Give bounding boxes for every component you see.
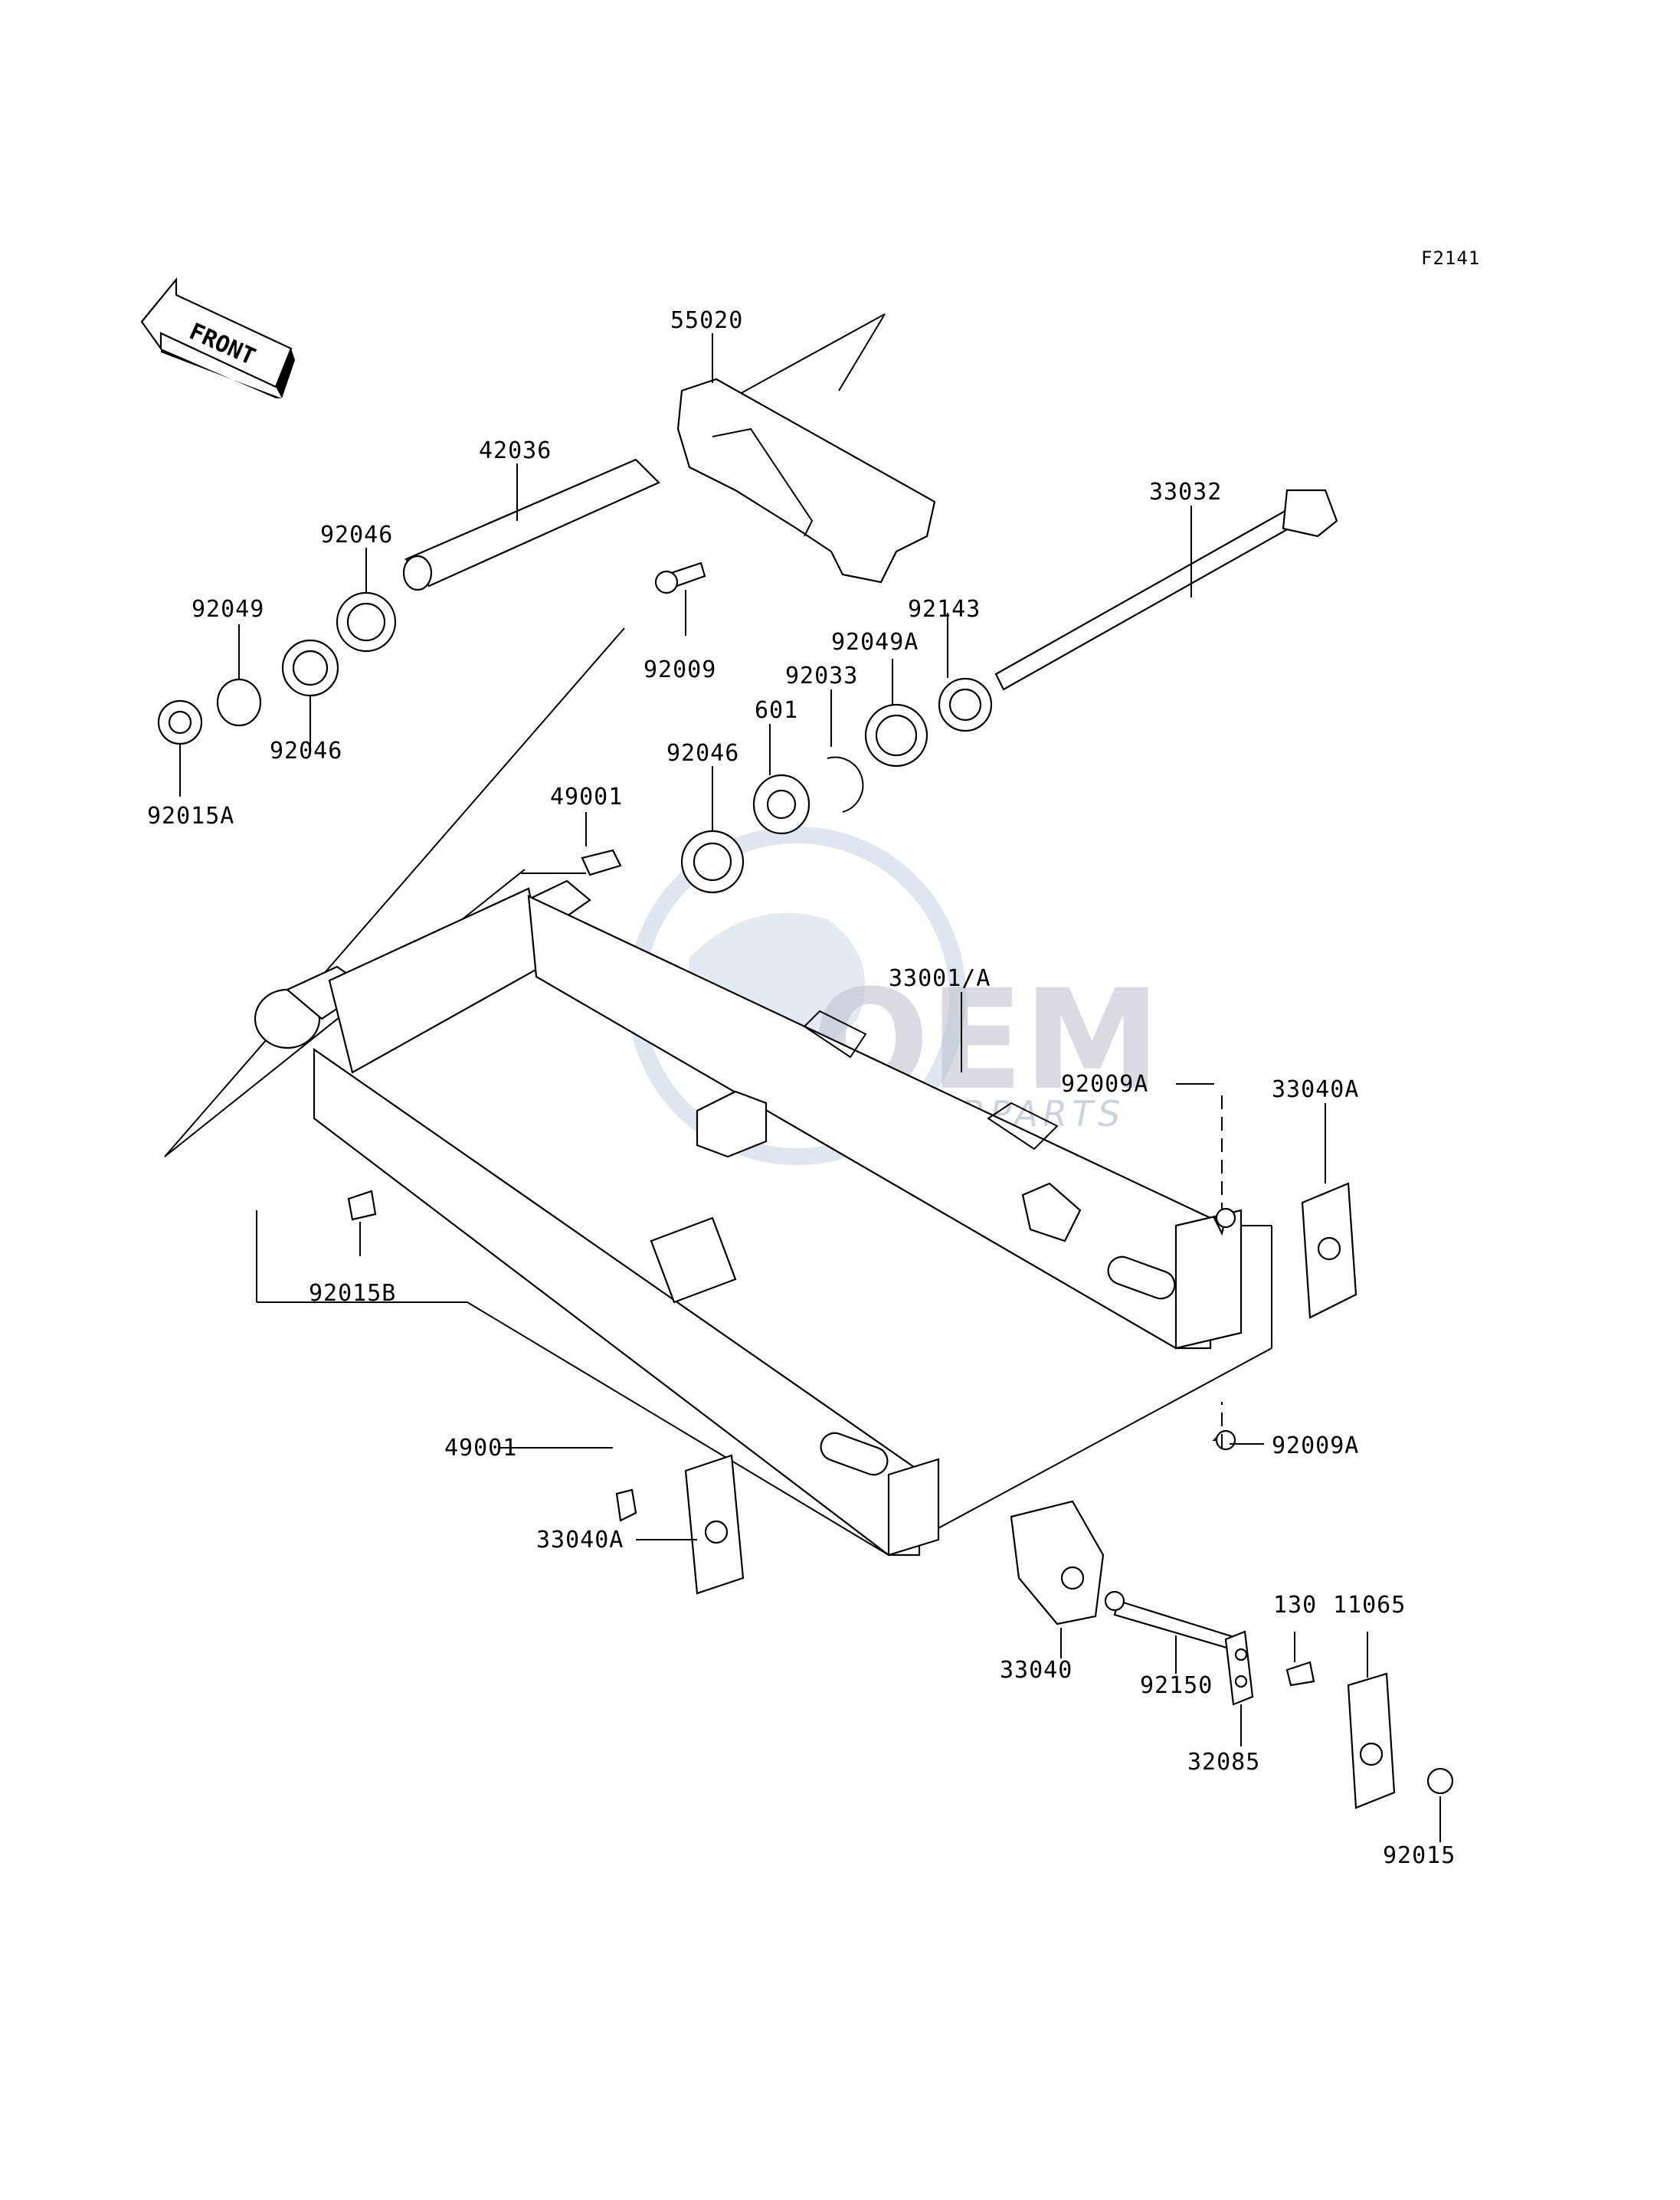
label-130: 130 xyxy=(1273,1592,1317,1619)
label-92046-mid: 92046 xyxy=(270,738,342,764)
label-92046-low: 92046 xyxy=(666,740,739,767)
adjuster-assembly xyxy=(1010,1500,1454,1809)
label-92009: 92009 xyxy=(644,656,716,683)
label-92009A-bottom: 92009A xyxy=(1272,1432,1359,1459)
guide-lines xyxy=(164,313,1272,1556)
pivot-shaft xyxy=(402,458,660,591)
label-92150: 92150 xyxy=(1140,1672,1213,1699)
small-parts xyxy=(157,561,1236,1522)
label-92049A: 92049A xyxy=(831,629,919,656)
label-33040: 33040 xyxy=(1000,1657,1073,1684)
front-arrow-icon: FRONT xyxy=(140,277,295,398)
part-labels: 55020 42036 33032 92046 92049 92046 9201… xyxy=(147,307,1456,1869)
label-92143: 92143 xyxy=(908,596,981,623)
label-32085: 32085 xyxy=(1187,1749,1260,1776)
diagram-code: F2141 xyxy=(1421,247,1480,269)
label-33040A-right: 33040A xyxy=(1272,1076,1359,1103)
swingarm xyxy=(254,879,1243,1557)
leader-lines xyxy=(179,333,1441,1842)
label-55020: 55020 xyxy=(670,307,743,334)
label-92015A: 92015A xyxy=(147,803,234,830)
label-92049: 92049 xyxy=(192,596,264,623)
label-33040A-left: 33040A xyxy=(536,1527,624,1553)
label-92015: 92015 xyxy=(1383,1842,1456,1869)
label-11065: 11065 xyxy=(1333,1592,1406,1619)
chain-guard xyxy=(676,378,936,584)
label-601: 601 xyxy=(755,697,798,724)
label-92046-top: 92046 xyxy=(320,522,393,548)
label-92015B: 92015B xyxy=(309,1280,396,1307)
label-33001A: 33001/A xyxy=(889,965,991,992)
axle xyxy=(994,489,1338,691)
label-42036: 42036 xyxy=(479,437,552,464)
label-49001-bottom: 49001 xyxy=(444,1435,517,1462)
adjuster-plates xyxy=(684,1182,1357,1595)
label-33032: 33032 xyxy=(1149,479,1222,506)
label-92033: 92033 xyxy=(785,663,858,689)
label-49001-top: 49001 xyxy=(550,784,623,810)
label-92009A-top: 92009A xyxy=(1061,1071,1148,1098)
